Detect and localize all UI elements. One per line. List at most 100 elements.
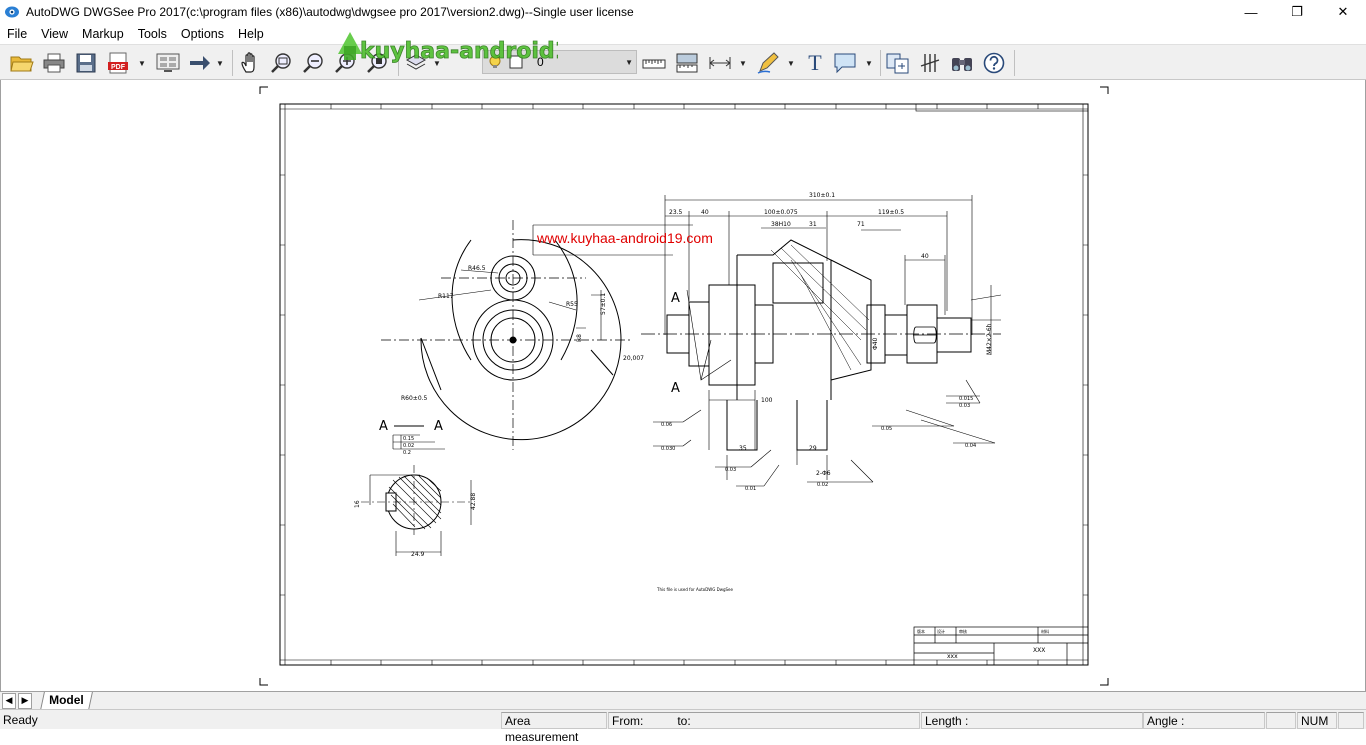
url-overlay: www.kuyhaa-android19.com <box>536 230 713 246</box>
dimension-icon <box>709 57 731 69</box>
zoom-window-button[interactable] <box>268 50 296 76</box>
svg-text:0.015: 0.015 <box>959 396 973 402</box>
svg-text:71: 71 <box>857 221 865 228</box>
svg-text:0.04: 0.04 <box>965 443 976 449</box>
sheet-border <box>279 103 1089 666</box>
status-mode: Area measurement <box>501 712 607 744</box>
layer-color-swatch-icon <box>509 55 523 69</box>
window-controls: — ❐ ✕ <box>1228 0 1366 24</box>
crank-side-view <box>381 220 631 450</box>
svg-text:PDF: PDF <box>111 64 126 71</box>
dimension-dropdown[interactable]: ▼ <box>738 50 748 76</box>
layers-dropdown[interactable]: ▼ <box>432 50 442 76</box>
toolbar-separator <box>232 50 233 76</box>
speech-bubble-icon <box>834 53 856 74</box>
menu-view[interactable]: View <box>41 27 69 41</box>
text-tool-button[interactable]: T <box>802 50 828 76</box>
svg-text:R8: R8 <box>576 334 583 342</box>
monitor-grid-icon <box>156 53 180 72</box>
compare-button[interactable] <box>884 50 912 76</box>
maximize-button[interactable]: ❐ <box>1291 4 1303 19</box>
zoom-extents-button[interactable] <box>364 50 392 76</box>
cad-drawing[interactable]: R46.5 R117 R55 57±0.1 R8 20,007 R60±0.5 … <box>1 80 1365 691</box>
menu-bar: File View Markup Tools Options Help <box>0 24 1366 44</box>
question-circle-icon <box>983 52 1005 74</box>
minimize-button[interactable]: — <box>1244 4 1258 20</box>
next-arrow-button[interactable] <box>188 50 212 76</box>
menu-options[interactable]: Options <box>180 27 224 41</box>
title-block <box>913 626 1089 666</box>
svg-text:A: A <box>671 381 680 396</box>
layer-bulb-icon <box>489 55 501 68</box>
svg-text:0.02: 0.02 <box>817 482 828 488</box>
pen-dropdown[interactable]: ▼ <box>786 50 796 76</box>
tab-model[interactable]: Model <box>40 691 93 710</box>
menu-file[interactable]: File <box>7 27 28 41</box>
hand-pan-icon <box>241 52 255 73</box>
svg-text:2-Φ6: 2-Φ6 <box>816 470 831 477</box>
print-button[interactable] <box>40 50 68 76</box>
pan-button[interactable] <box>237 50 265 76</box>
section-a-a-view <box>361 434 472 556</box>
svg-text:xxx: xxx <box>947 653 958 660</box>
tab-next-button[interactable]: ▶ <box>18 692 32 709</box>
layer-select[interactable]: 0 ▼ <box>482 50 637 74</box>
hatch-button[interactable] <box>916 50 944 76</box>
layers-button[interactable] <box>402 50 430 76</box>
batch-convert-button[interactable] <box>154 50 182 76</box>
compare-icon <box>886 53 909 74</box>
zoom-out-icon <box>303 53 323 73</box>
svg-text:35: 35 <box>739 445 747 452</box>
title-bar: AutoDWG DWGSee Pro 2017(c:\program files… <box>0 0 1366 24</box>
tab-prev-button[interactable]: ◀ <box>2 692 16 709</box>
chevron-down-icon: ▼ <box>625 58 633 67</box>
side-view-dims: R46.5 R117 R55 57±0.1 R8 20,007 R60±0.5 <box>401 265 644 402</box>
measure-area-button[interactable] <box>672 50 702 76</box>
callout-button[interactable] <box>831 50 859 76</box>
dimension-button[interactable] <box>705 50 735 76</box>
status-scroll <box>1338 712 1364 729</box>
layers-icon <box>405 54 427 70</box>
svg-text:设计: 设计 <box>937 628 945 634</box>
window-title: AutoDWG DWGSee Pro 2017(c:\program files… <box>26 5 634 19</box>
section-a-label-left: A <box>379 419 388 434</box>
toolbar-separator <box>1014 50 1015 76</box>
svg-text:0.03: 0.03 <box>725 467 736 473</box>
menu-help[interactable]: Help <box>238 27 264 41</box>
measure-distance-button[interactable] <box>638 50 670 76</box>
dwgsee-app-icon <box>5 6 19 18</box>
revision-block <box>915 103 1089 112</box>
svg-text:材料: 材料 <box>1041 628 1049 634</box>
markup-pen-button[interactable] <box>754 50 782 76</box>
svg-text:A: A <box>671 291 680 306</box>
find-button[interactable] <box>948 50 976 76</box>
drawing-note: This file is used for AutoDWG DwgSee <box>656 587 734 592</box>
menu-tools[interactable]: Tools <box>137 27 167 41</box>
chevron-down-icon: ▼ <box>433 58 441 68</box>
close-button[interactable]: ✕ <box>1337 4 1349 19</box>
site-watermark: kuyhaa-android19 <box>334 24 586 76</box>
svg-text:0.15: 0.15 <box>403 436 414 442</box>
zoom-out-button[interactable] <box>300 50 328 76</box>
pdf-dropdown[interactable]: ▼ <box>137 50 147 76</box>
arrow-dropdown[interactable]: ▼ <box>215 50 225 76</box>
area-measure-icon <box>676 53 698 73</box>
status-angle: Angle : <box>1143 712 1265 729</box>
svg-text:0.06: 0.06 <box>661 422 672 428</box>
open-button[interactable] <box>8 50 36 76</box>
svg-text:100: 100 <box>761 397 773 404</box>
arrow-right-icon <box>190 56 210 70</box>
svg-text:0.01: 0.01 <box>745 486 756 492</box>
export-pdf-button[interactable]: PDF <box>104 50 134 76</box>
help-button[interactable] <box>980 50 1008 76</box>
status-num: NUM <box>1297 712 1337 729</box>
drawing-canvas[interactable]: R46.5 R117 R55 57±0.1 R8 20,007 R60±0.5 … <box>0 80 1366 691</box>
callout-dropdown[interactable]: ▼ <box>864 50 874 76</box>
section-a-a-labels: A A 24.9 42.88 16 0.15 0.02 0.2 <box>354 419 477 558</box>
save-button[interactable] <box>72 50 100 76</box>
svg-text:23.5: 23.5 <box>669 209 683 216</box>
menu-markup[interactable]: Markup <box>82 27 124 41</box>
pen-icon <box>757 52 779 74</box>
section-a-label-right: A <box>434 419 443 434</box>
status-bar: Ready Area measurement From:to: Length :… <box>0 709 1366 744</box>
